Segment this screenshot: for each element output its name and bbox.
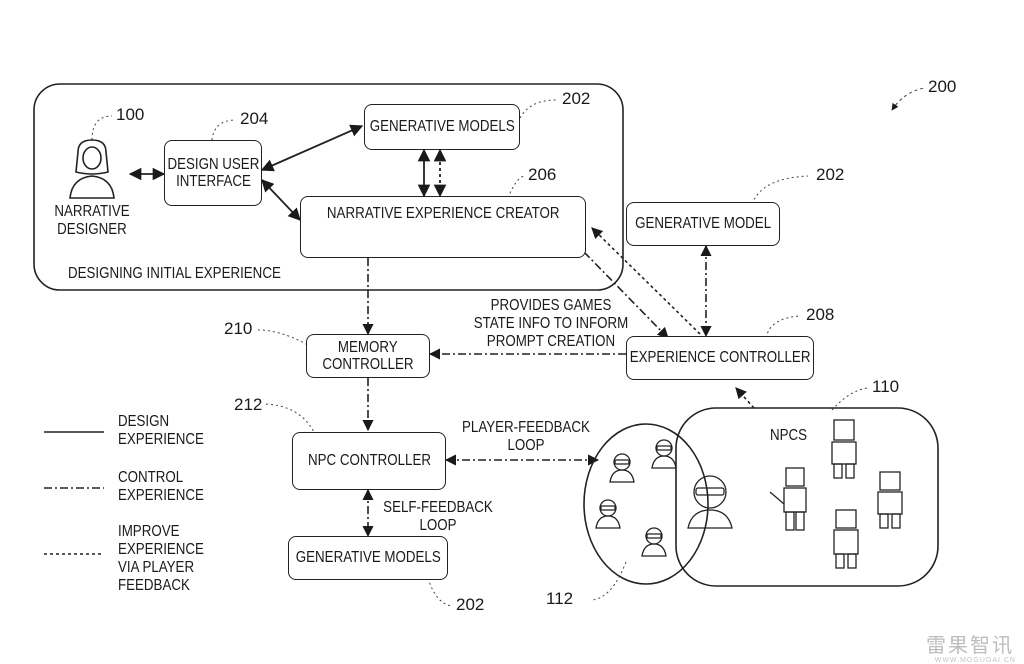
design-ui-line2: INTERFACE <box>175 173 251 190</box>
memory-controller-line1: MEMORY <box>338 338 398 356</box>
experience-controller-box: EXPERIENCE CONTROLLER <box>626 336 814 380</box>
leader-204 <box>211 119 237 141</box>
ui-to-genmodels-arrow <box>260 124 364 172</box>
leader-112 <box>591 561 627 601</box>
leader-202-bottom <box>427 577 453 607</box>
players-ref: 112 <box>546 589 574 608</box>
narrative-creator-box: NARRATIVE EXPERIENCE CREATOR <box>300 196 586 258</box>
npcs-box <box>675 407 939 587</box>
npcs-label: NPCS <box>770 427 808 444</box>
narrative-designer-icon <box>69 139 115 199</box>
design-ui-line1: DESIGN USER <box>167 155 259 173</box>
generative-model-right-label: GENERATIVE MODEL <box>634 215 772 233</box>
players-circle <box>583 423 709 585</box>
self-feedback-line2: LOOP <box>419 517 457 534</box>
ui-to-creator-arrow <box>261 179 301 221</box>
design-ui-box: DESIGN USER INTERFACE <box>164 140 262 206</box>
npc-controller-ref: 212 <box>234 395 263 414</box>
legend-dotted-line1: IMPROVE <box>118 523 180 540</box>
memory-controller-ref: 210 <box>224 319 253 338</box>
leader-200 <box>891 87 925 111</box>
npc-controller-label: NPC CONTROLLER <box>307 452 431 470</box>
designer-ref: 100 <box>116 105 145 124</box>
leader-100 <box>91 115 113 141</box>
memory-controller-line2: CONTROLLER <box>322 356 414 373</box>
npcs-ref: 110 <box>872 377 900 396</box>
self-feedback-line1: SELF-FEEDBACK <box>383 499 493 516</box>
leader-202-right <box>751 175 809 205</box>
leader-110 <box>831 387 869 411</box>
narrative-creator-label: NARRATIVE EXPERIENCE CREATOR <box>326 205 560 222</box>
legend-dashdot-line1: CONTROL <box>118 469 184 486</box>
state-info-line2: STATE INFO TO INFORM <box>473 315 629 332</box>
state-info-line1: PROVIDES GAMES <box>490 297 612 314</box>
creator-to-experience-control-arrow <box>583 251 669 339</box>
npc-controller-box: NPC CONTROLLER <box>292 432 446 490</box>
experience-controller-label: EXPERIENCE CONTROLLER <box>629 349 811 367</box>
generative-models-bottom-ref: 202 <box>456 595 485 614</box>
leader-208 <box>765 315 801 339</box>
npc-figure-icons <box>769 419 903 569</box>
watermark-url: WWW.MOGUOAI.CN <box>934 657 1016 664</box>
legend-dotted-line4: FEEDBACK <box>118 577 190 594</box>
experience-to-creator-improve-arrow <box>591 227 701 335</box>
leader-202-top <box>519 99 557 119</box>
generative-models-bottom-label: GENERATIVE MODELS <box>295 549 441 567</box>
generative-models-bottom-box: GENERATIVE MODELS <box>288 536 448 580</box>
legend-dashdot-line2: EXPERIENCE <box>118 487 204 504</box>
designing-region-outline <box>33 83 624 291</box>
generative-models-top-label: GENERATIVE MODELS <box>369 118 515 136</box>
design-ui-ref: 204 <box>240 109 269 128</box>
legend-dotted-line2: EXPERIENCE <box>118 541 204 558</box>
player-feedback-line1: PLAYER-FEEDBACK <box>462 419 590 436</box>
experience-controller-ref: 208 <box>806 305 835 324</box>
npcs-to-experience-improve-arrow <box>735 387 755 409</box>
generative-model-right-box: GENERATIVE MODEL <box>626 202 780 246</box>
leader-210 <box>257 329 307 345</box>
leader-206 <box>507 175 525 199</box>
legend-dotted-line3: VIA PLAYER <box>118 559 195 576</box>
leader-212 <box>265 403 315 433</box>
memory-controller-box: MEMORY CONTROLLER <box>306 334 430 378</box>
generative-model-right-ref: 202 <box>816 165 845 184</box>
generative-models-top-ref: 202 <box>562 89 591 108</box>
narrative-creator-ref: 206 <box>528 165 557 184</box>
watermark-logo: 雷果智讯 <box>926 635 1014 657</box>
designer-label-line1: NARRATIVE <box>54 203 130 220</box>
legend-solid-line1: DESIGN <box>118 413 170 430</box>
player-feedback-line2: LOOP <box>507 437 545 454</box>
figure-ref: 200 <box>928 77 957 96</box>
state-info-line3: PROMPT CREATION <box>486 333 616 350</box>
generative-models-top-box: GENERATIVE MODELS <box>364 104 520 150</box>
legend-solid-line2: EXPERIENCE <box>118 431 204 448</box>
designer-label-line2: DESIGNER <box>57 221 127 238</box>
player-avatar-icons <box>595 439 733 557</box>
designing-region-label: DESIGNING INITIAL EXPERIENCE <box>68 265 281 282</box>
